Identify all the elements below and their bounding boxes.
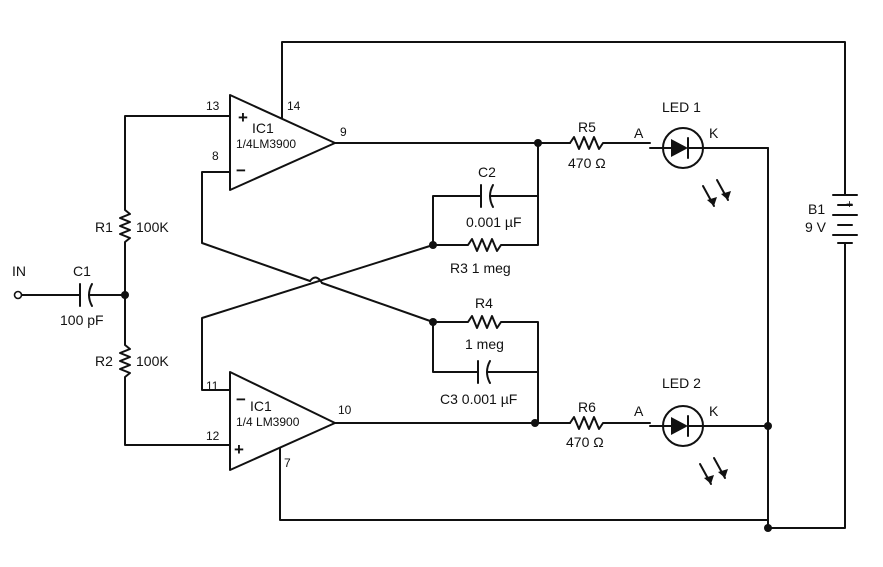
resistor-r2: R2 100K xyxy=(95,294,231,446)
led-2: LED 2 A K xyxy=(634,375,769,485)
junction-dot xyxy=(764,422,772,430)
resistor-r3: R3 1 meg xyxy=(432,195,539,276)
opamp-bottom-name: IC1 xyxy=(250,398,272,414)
opamp-top: + − IC1 1/4LM3900 13 8 14 9 xyxy=(206,94,347,191)
c1-name: C1 xyxy=(73,263,91,279)
opamp-top-name: IC1 xyxy=(252,120,274,136)
opamp-bottom-minus-sign: − xyxy=(236,390,246,409)
resistor-r5: R5 470 Ω xyxy=(537,119,651,171)
led1-anode: A xyxy=(634,125,644,141)
resistor-r1: R1 100K xyxy=(95,115,231,296)
led2-name: LED 2 xyxy=(662,375,701,391)
battery-voltage: 9 V xyxy=(805,219,827,235)
resistor-r6: R6 470 Ω xyxy=(534,399,651,450)
c1-value: 100 pF xyxy=(60,312,104,328)
return-wire xyxy=(767,242,846,529)
opamp-bottom-pin-gnd: 7 xyxy=(284,456,291,470)
c2-value: 0.001 µF xyxy=(466,214,522,230)
capacitor-c2: C2 0.001 µF xyxy=(432,142,539,246)
resistor-r4: R4 1 meg xyxy=(432,295,539,373)
opamp-top-part: 1/4LM3900 xyxy=(236,137,296,151)
wire-crossover xyxy=(309,276,323,284)
junction-dot xyxy=(764,524,772,532)
r1-value: 100K xyxy=(136,219,169,235)
r4-name: R4 xyxy=(475,295,493,311)
opamp-bottom-part: 1/4 LM3900 xyxy=(236,415,300,429)
opamp-top-pin-minus: 8 xyxy=(212,149,219,163)
led2-anode: A xyxy=(634,403,644,419)
opamp-top-minus-sign: − xyxy=(236,161,246,180)
led-1: LED 1 A K xyxy=(634,99,769,207)
r3-label: R3 1 meg xyxy=(450,260,511,276)
capacitor-c1: C1 100 pF xyxy=(21,263,126,328)
opamp-top-pin-plus: 13 xyxy=(206,99,220,113)
opamp-top-plus-sign: + xyxy=(238,108,248,127)
battery-name: B1 xyxy=(808,201,825,217)
led2-cathode: K xyxy=(709,403,719,419)
c3-label: C3 0.001 µF xyxy=(440,391,517,407)
r5-value: 470 Ω xyxy=(568,155,606,171)
capacitor-c3: C3 0.001 µF xyxy=(432,321,539,424)
cross-wire-a xyxy=(201,171,311,282)
input-terminal: IN xyxy=(12,263,26,300)
cross-wire-b xyxy=(201,244,434,391)
cross-wire-a2 xyxy=(321,282,434,323)
supply-wire xyxy=(281,41,846,196)
opamp-top-pin-power: 14 xyxy=(287,99,301,113)
r5-name: R5 xyxy=(578,119,596,135)
led1-name: LED 1 xyxy=(662,99,701,115)
c2-name: C2 xyxy=(478,164,496,180)
r1-name: R1 xyxy=(95,219,113,235)
ground-wire xyxy=(279,447,769,521)
opamp-bottom-pin-out: 10 xyxy=(338,403,352,417)
battery-b1: + B1 9 V xyxy=(805,194,858,244)
r4-value: 1 meg xyxy=(465,336,504,352)
r2-name: R2 xyxy=(95,353,113,369)
r6-name: R6 xyxy=(578,399,596,415)
r6-value: 470 Ω xyxy=(566,434,604,450)
opamp-bottom-pin-plus: 12 xyxy=(206,429,220,443)
opamp-top-pin-out: 9 xyxy=(340,125,347,139)
opamp-bottom: − + IC1 1/4 LM3900 11 12 7 10 xyxy=(206,371,352,471)
opamp-bottom-plus-sign: + xyxy=(234,440,244,459)
input-label: IN xyxy=(12,263,26,279)
r2-value: 100K xyxy=(136,353,169,369)
led1-cathode: K xyxy=(709,125,719,141)
battery-plus-sign: + xyxy=(846,197,853,211)
